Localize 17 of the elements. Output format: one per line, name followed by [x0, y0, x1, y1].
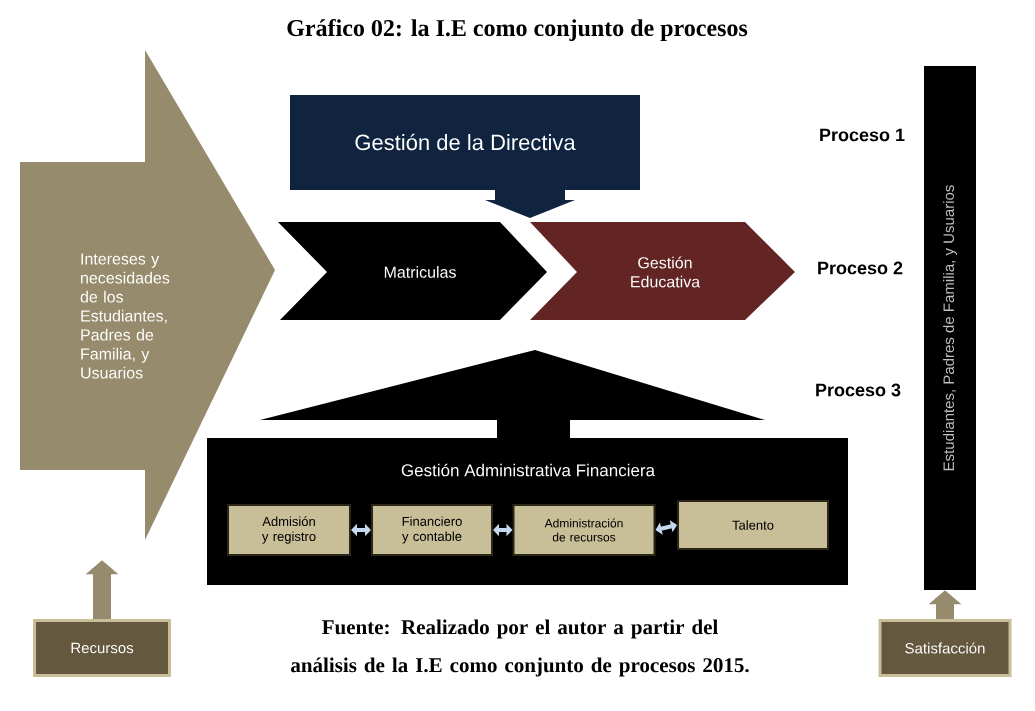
process-box: Financiero y contable: [371, 504, 493, 556]
process-step: Matriculas: [278, 222, 547, 320]
result-box: Satisfacción: [878, 619, 1012, 677]
source-box: Recursos: [33, 619, 171, 677]
vertical-bar: Estudiantes, Padres de Familia, y Usuarios: [924, 66, 976, 590]
title: Gráfico 02: la I.E como conjunto de procesos: [287, 19, 748, 41]
callout-box: Gestión de la Directiva: [290, 95, 640, 218]
caption: Fuente: Realizado por el autor a partir del análisis de la I.E como conjunto de procesos 2015.: [291, 619, 749, 677]
process-label: Proceso 2: [818, 261, 903, 275]
arrow: [493, 523, 513, 537]
process-step: Gestión Educativa: [530, 222, 795, 320]
process-label: Proceso 1: [820, 128, 905, 142]
process-box: Administración de recursos: [512, 504, 656, 556]
process-box: Admisión y registro: [227, 504, 351, 556]
arrow: [351, 523, 371, 537]
arrow: [655, 520, 677, 535]
process-box: Talento: [677, 500, 829, 550]
